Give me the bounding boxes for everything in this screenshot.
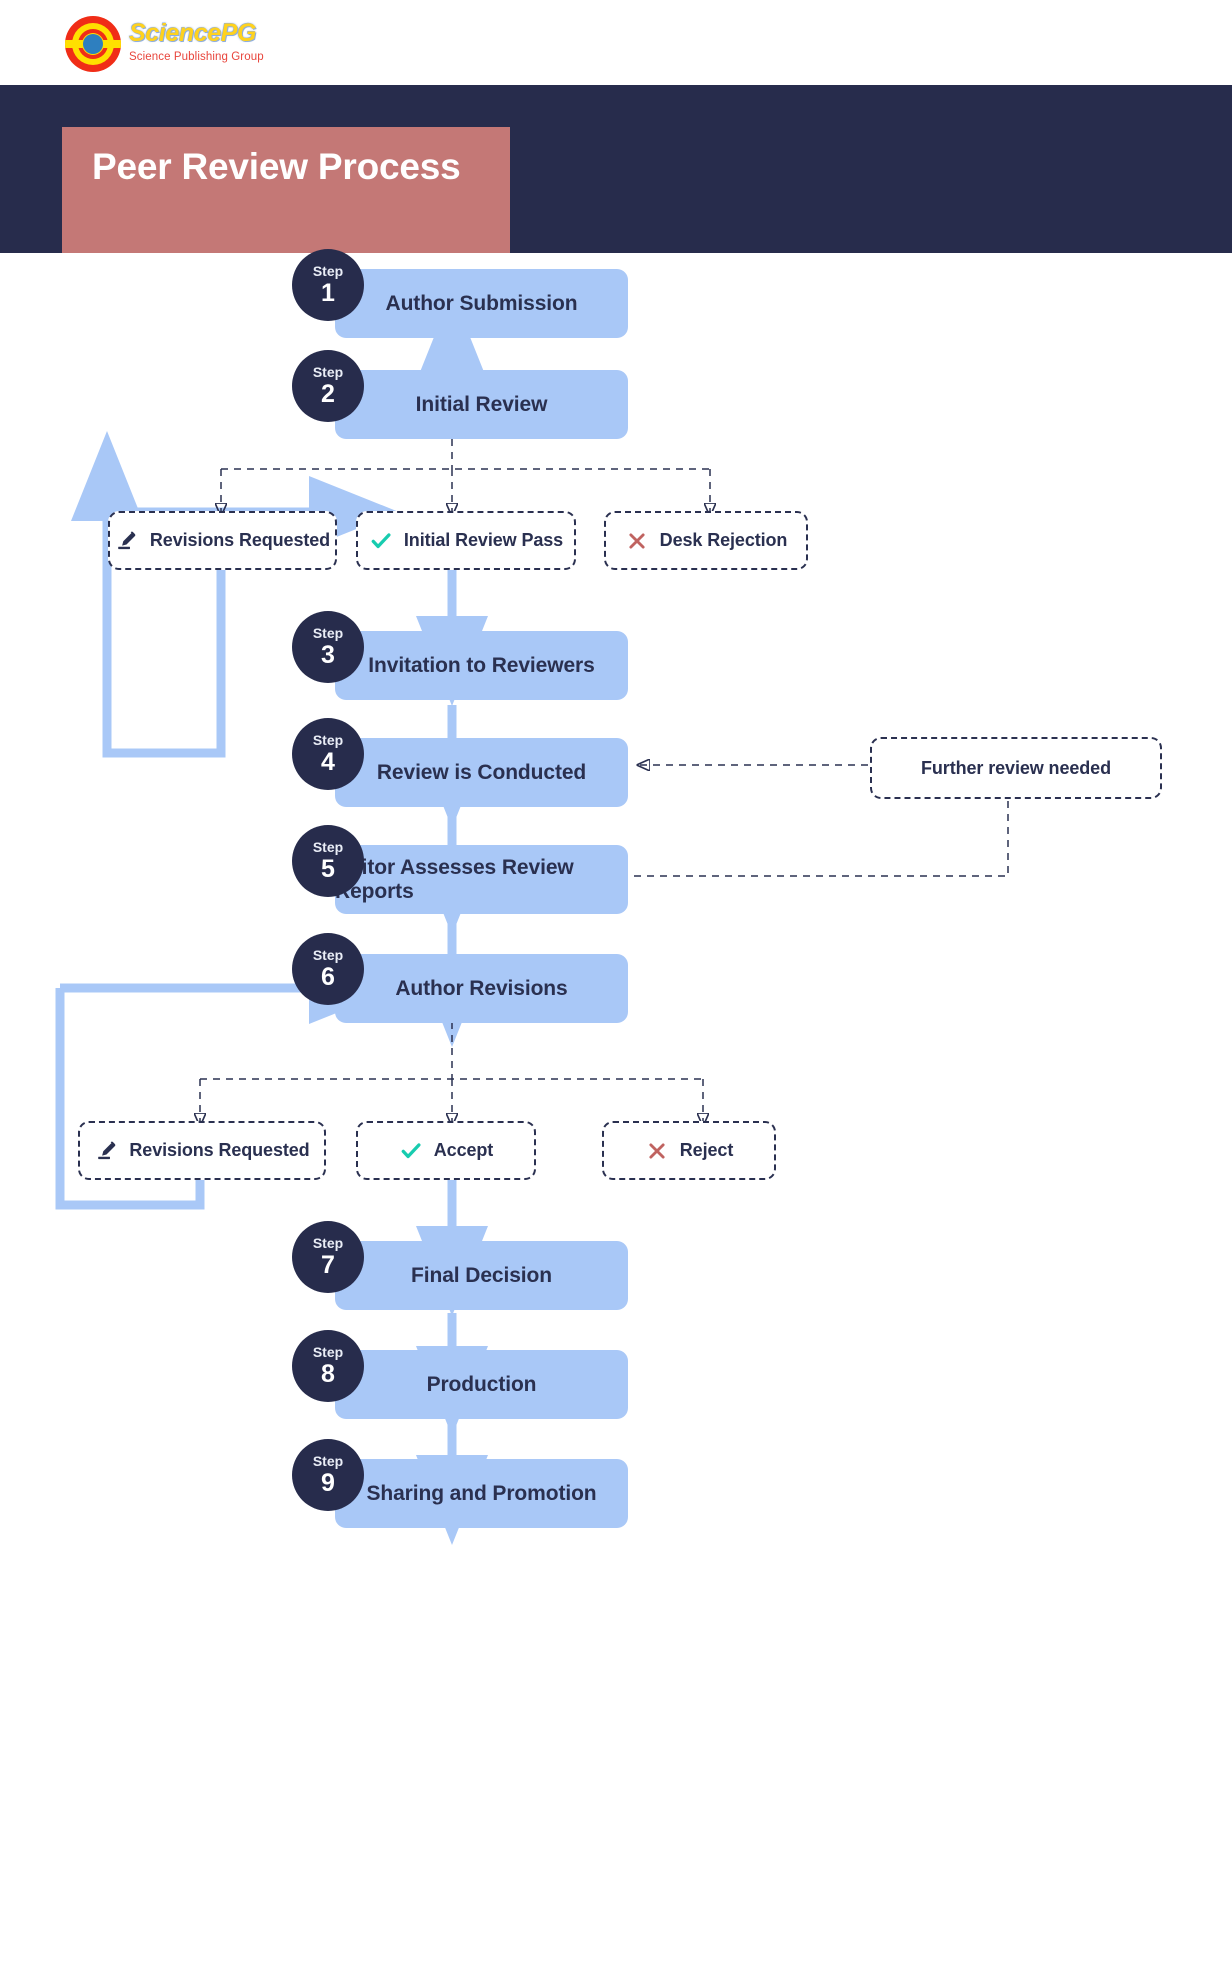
step-label-9: Sharing and Promotion: [366, 1481, 597, 1505]
badge-number: 8: [321, 1360, 335, 1388]
badge-word: Step: [312, 1344, 344, 1360]
step-box-9[interactable]: Sharing and Promotion: [335, 1459, 628, 1528]
logo-wordmark: SciencePG Science Publishing Group: [129, 18, 264, 65]
decision-desk-rejection[interactable]: Desk Rejection: [604, 511, 808, 570]
logo-bar: SciencePG Science Publishing Group: [0, 0, 1232, 85]
badge-number: 4: [321, 748, 335, 776]
sciencepg-circle-logo-icon: [65, 16, 121, 72]
decision-reject[interactable]: Reject: [602, 1121, 776, 1180]
badge-number: 5: [321, 855, 335, 883]
pencil-icon: [94, 1139, 118, 1163]
decision-label: Reject: [679, 1140, 734, 1160]
step-box-3[interactable]: Invitation to Reviewers: [335, 631, 628, 700]
badge-number: 7: [321, 1251, 335, 1279]
check-icon: [399, 1139, 423, 1163]
step-label-7: Final Decision: [411, 1263, 552, 1287]
step-label-2: Initial Review: [415, 392, 548, 416]
badge-word: Step: [312, 1235, 344, 1251]
step-badge-7: Step 7: [292, 1221, 364, 1293]
logo-tagline: Science Publishing Group: [129, 51, 264, 63]
page-title: Peer Review Process: [92, 146, 461, 187]
step-badge-1: Step 1: [292, 249, 364, 321]
badge-word: Step: [312, 947, 344, 963]
pencil-icon: [115, 529, 139, 553]
page-title-box: [62, 127, 510, 253]
step-badge-3: Step 3: [292, 611, 364, 683]
step-box-7[interactable]: Final Decision: [335, 1241, 628, 1310]
decision-initial-review-pass[interactable]: Initial Review Pass: [356, 511, 576, 570]
cross-icon: [645, 1139, 669, 1163]
decision-accept[interactable]: Accept: [356, 1121, 536, 1180]
step-badge-5: Step 5: [292, 825, 364, 897]
badge-number: 9: [321, 1469, 335, 1497]
flowchart-canvas: Author Submission Step 1 Initial Review …: [0, 249, 1232, 1986]
step-label-5: Editor Assesses Review Reports: [335, 855, 574, 903]
decision-label: Desk Rejection: [659, 530, 788, 550]
step-badge-2: Step 2: [292, 350, 364, 422]
step-box-1[interactable]: Author Submission: [335, 269, 628, 338]
badge-number: 6: [321, 963, 335, 991]
step-label-8: Production: [426, 1372, 537, 1396]
step-box-4[interactable]: Review is Conducted: [335, 738, 628, 807]
step-label-3: Invitation to Reviewers: [368, 653, 595, 677]
decision-revisions-requested-2[interactable]: Revisions Requested: [78, 1121, 326, 1180]
badge-number: 3: [321, 641, 335, 669]
step-badge-9: Step 9: [292, 1439, 364, 1511]
badge-word: Step: [312, 732, 344, 748]
sciencepg-logo: SciencePG Science Publishing Group: [65, 14, 295, 74]
badge-number: 1: [321, 279, 335, 307]
cross-icon: [625, 529, 649, 553]
step-label-1: Author Submission: [385, 291, 578, 315]
decision-revisions-requested-1[interactable]: Revisions Requested: [108, 511, 337, 570]
badge-word: Step: [312, 625, 344, 641]
step-box-8[interactable]: Production: [335, 1350, 628, 1419]
decision-label: Accept: [433, 1140, 494, 1160]
logo-title: SciencePG: [129, 19, 257, 47]
step-box-2[interactable]: Initial Review: [335, 370, 628, 439]
decision-label: Initial Review Pass: [403, 530, 564, 550]
badge-word: Step: [312, 839, 344, 855]
badge-number: 2: [321, 380, 335, 408]
step-badge-6: Step 6: [292, 933, 364, 1005]
step-box-5[interactable]: Editor Assesses Review Reports: [335, 845, 628, 914]
step-badge-8: Step 8: [292, 1330, 364, 1402]
step-label-6: Author Revisions: [395, 976, 568, 1000]
step-label-4: Review is Conducted: [376, 760, 587, 784]
badge-word: Step: [312, 1453, 344, 1469]
check-icon: [369, 529, 393, 553]
decision-label: Revisions Requested: [149, 530, 331, 550]
step-box-6[interactable]: Author Revisions: [335, 954, 628, 1023]
decision-label: Revisions Requested: [129, 1140, 310, 1160]
note-further-review-needed[interactable]: Further review needed: [870, 737, 1162, 799]
badge-word: Step: [312, 263, 344, 279]
note-label: Further review needed: [921, 757, 1111, 778]
step-badge-4: Step 4: [292, 718, 364, 790]
badge-word: Step: [312, 364, 344, 380]
